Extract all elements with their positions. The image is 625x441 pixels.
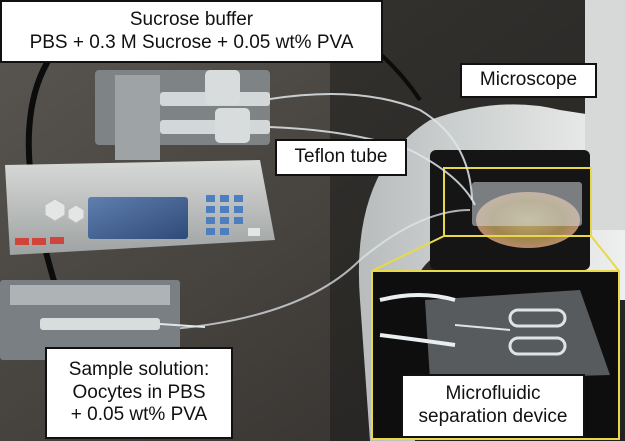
pump-screen [88,197,188,239]
microfluidic-device-label: Microfluidic separation device [401,374,585,438]
teflon-tube-label-text: Teflon tube [294,146,388,168]
lower-syringe-needle [159,323,206,328]
sample-solution-label: Sample solution: Oocytes in PBS + 0.05 w… [45,347,233,439]
pump-hex-buttons [44,198,85,224]
teflon-tube-3 [159,209,471,331]
pump-button-red-3 [50,237,64,244]
callout-box-small [443,167,592,237]
teflon-tube-2 [269,126,476,206]
sucrose-buffer-label: Sucrose buffer PBS + 0.3 M Sucrose + 0.0… [0,0,383,63]
lower-pump-top [10,285,170,305]
callout-line-right [590,235,620,272]
microfluidic-device-line1: Microfluidic [445,383,541,405]
device-inlet-tube-b [379,333,456,347]
lower-syringe [40,318,160,330]
microscope-label-text: Microscope [479,69,578,91]
sample-solution-line3: + 0.05 wt% PVA [70,404,208,426]
pump-button-red-1 [15,238,29,245]
device-inlet-tube-a [379,293,456,302]
device-chip [425,290,610,380]
syringe-clamp-1 [205,70,240,105]
device-main-channel [454,324,511,331]
syringe-clamp-2 [215,108,250,143]
teflon-tube-1 [269,93,473,201]
device-channel-top [508,308,567,328]
callout-line-left [371,235,445,272]
sample-solution-line2: Oocytes in PBS [72,381,206,403]
microfluidic-device-line2: separation device [418,406,568,427]
microscope-label: Microscope [460,63,597,98]
sucrose-buffer-title: Sucrose buffer [129,8,254,30]
upper-pump-block [115,75,160,160]
teflon-tube-label: Teflon tube [275,139,407,176]
chip-small [472,182,582,226]
sucrose-buffer-composition: PBS + 0.3 M Sucrose + 0.05 wt% PVA [29,31,354,53]
device-channel-bottom [508,336,567,356]
pump-button-red-2 [32,238,46,245]
sample-solution-title: Sample solution: [68,358,210,380]
pump-keypad [206,195,260,236]
